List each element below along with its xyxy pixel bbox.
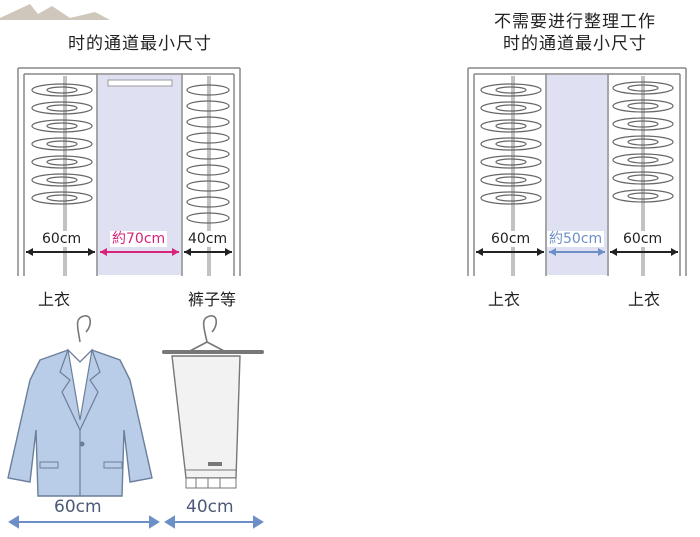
left-measure-middle: 約70cm <box>110 231 168 247</box>
bottom-measure-arrows <box>8 515 264 529</box>
hanging-garments-right-closet-b <box>612 81 674 203</box>
left-light-fixture <box>107 79 173 87</box>
label-pants: 裤子等 <box>188 290 237 309</box>
cropped-header-art <box>0 4 110 20</box>
right-measure-right: 60cm <box>621 231 665 247</box>
right-measure-arrows <box>476 248 678 256</box>
hanging-garments-right <box>186 84 230 224</box>
label-right-right: 上衣 <box>628 290 661 309</box>
right-title-line2: 时的通道最小尺寸 <box>503 34 647 54</box>
left-measure-right: 40cm <box>186 231 230 247</box>
pants-illustration <box>162 315 264 489</box>
left-measure-left: 60cm <box>40 231 84 247</box>
right-title-line1: 不需要进行整理工作 <box>494 12 656 32</box>
jacket-width-label: 60cm <box>54 497 102 517</box>
label-jacket: 上衣 <box>38 290 71 309</box>
jacket-illustration <box>7 315 153 497</box>
left-title: 时的通道最小尺寸 <box>68 34 212 54</box>
hanging-garments-left <box>31 83 93 205</box>
left-measure-arrows <box>26 248 232 256</box>
label-right-left: 上衣 <box>488 290 521 309</box>
hanging-garments-right-closet-a <box>480 83 542 205</box>
left-closet-frame <box>17 67 241 276</box>
right-measure-left: 60cm <box>489 231 533 247</box>
right-measure-middle: 約50cm <box>547 231 605 247</box>
right-closet-frame <box>467 67 687 276</box>
pants-width-label: 40cm <box>186 497 234 517</box>
